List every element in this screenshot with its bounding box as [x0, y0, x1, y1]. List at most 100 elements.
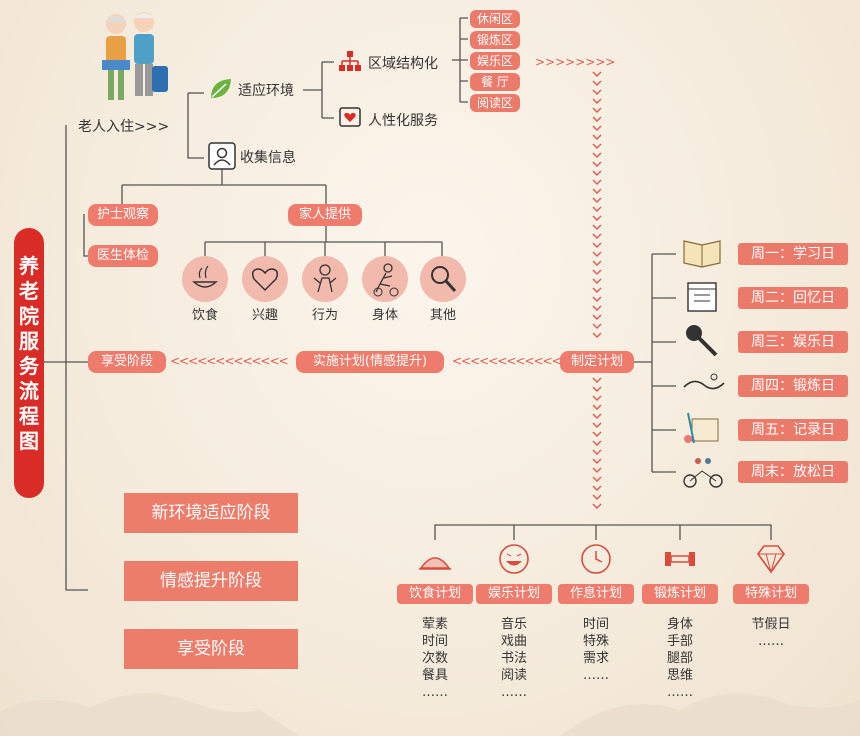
diamond-icon — [757, 545, 785, 574]
area-pill: 餐 厅 — [470, 73, 520, 91]
area-pill: 休闲区 — [470, 10, 520, 28]
plan-name-pill: 锻炼计划 — [642, 584, 718, 604]
week-day-pill: 周四：锻炼日 — [738, 375, 848, 397]
stage-box: 新环境适应阶段 — [124, 493, 298, 533]
week-day-pill: 周末：放松日 — [738, 461, 848, 483]
bicycle-icon — [373, 263, 399, 297]
week-icon-wrap — [680, 451, 728, 491]
title-char: 服 — [19, 329, 39, 353]
plan-name-pill: 作息计划 — [558, 584, 634, 604]
title-char: 院 — [19, 304, 39, 328]
plan-detail: 次数 — [421, 651, 448, 666]
left-arrow-1: <<<<<<<<<<<<< — [170, 354, 289, 368]
info-item-circle — [302, 256, 348, 302]
plan-detail: 手部 — [666, 634, 693, 649]
plan-detail: 戏曲 — [500, 634, 527, 649]
plan-name-pill: 饮食计划 — [397, 584, 473, 604]
plan-detail: …… — [501, 685, 527, 700]
info-item-label: 兴趣 — [251, 308, 278, 323]
mountain-decoration — [0, 693, 860, 736]
food-dome-icon — [419, 557, 451, 570]
plan-detail: 阅读 — [500, 668, 527, 683]
family-provide-pill: 家人提供 — [288, 204, 362, 226]
info-item-circle — [242, 256, 288, 302]
plan-detail: 音乐 — [500, 617, 527, 632]
doctor-checkup-pill: 医生体检 — [88, 245, 158, 267]
plan-name-pill: 娱乐计划 — [476, 584, 552, 604]
info-item-label: 其他 — [429, 308, 456, 323]
area-pill: 娱乐区 — [470, 52, 520, 70]
user-icon — [208, 142, 236, 170]
title-char: 流 — [19, 379, 39, 403]
laugh-face-icon — [499, 544, 529, 574]
week-day-pill: 周二：回忆日 — [738, 287, 848, 309]
swimmer-icon — [683, 373, 725, 390]
collect-info-label: 收集信息 — [240, 150, 296, 166]
plan-detail: …… — [583, 668, 609, 683]
heart-icon — [251, 268, 279, 292]
dumbbell-icon — [665, 552, 695, 566]
info-item-label: 身体 — [371, 308, 398, 323]
week-day-pill: 周一：学习日 — [738, 243, 848, 265]
plan-name-pill: 特殊计划 — [733, 584, 809, 604]
down-arrow-column-top — [592, 71, 602, 338]
week-icon-wrap — [680, 365, 728, 405]
plan-detail: 餐具 — [421, 668, 448, 683]
plan-detail: …… — [667, 685, 693, 700]
title-char: 务 — [19, 354, 39, 378]
plan-detail: 时间 — [582, 617, 609, 632]
nurse-observation-pill: 护士观察 — [88, 204, 158, 226]
area-pill: 阅读区 — [470, 94, 520, 112]
title-char: 老 — [19, 279, 39, 303]
hierarchy-icon — [339, 51, 361, 71]
week-day-pill: 周五：记录日 — [738, 419, 848, 441]
info-item-circle — [182, 256, 228, 302]
microphone-icon — [686, 325, 718, 357]
humanized-service-label: 人性化服务 — [368, 113, 438, 129]
sleep-clock-icon — [581, 544, 611, 574]
plan-detail: 荤素 — [421, 617, 448, 632]
info-item-label: 饮食 — [191, 308, 218, 323]
week-icon-wrap — [680, 321, 728, 361]
area-pill: 锻炼区 — [470, 31, 520, 49]
plan-detail: 需求 — [582, 651, 609, 666]
week-icon-wrap — [680, 409, 728, 449]
elderly-couple-illustration — [102, 12, 168, 100]
service-heart-icon — [339, 107, 361, 127]
plan-detail: 节假日 — [751, 617, 791, 632]
person-icon — [313, 264, 337, 293]
region-structure-label: 区域结构化 — [368, 56, 438, 72]
notebook-icon — [684, 412, 719, 444]
plan-icon-wrap — [418, 542, 452, 576]
info-item-circle — [420, 256, 466, 302]
down-arrow-column-bottom — [592, 377, 602, 509]
plan-detail: …… — [758, 634, 784, 649]
plan-detail: 腿部 — [666, 651, 693, 666]
adapt-environment-label: 适应环境 — [238, 83, 294, 99]
areas-arrow: >>>>>>>> — [535, 55, 616, 69]
title-char: 程 — [19, 404, 39, 428]
info-item-label: 行为 — [311, 308, 338, 323]
plan-detail: 书法 — [500, 651, 527, 666]
week-icon-wrap — [680, 233, 728, 273]
week-icon-wrap — [680, 277, 728, 317]
plan-icon-wrap — [579, 542, 613, 576]
enjoy-stage-pill: 享受阶段 — [88, 351, 166, 373]
tandem-bike-icon — [683, 458, 723, 488]
week-day-pill: 周三：娱乐日 — [738, 331, 848, 353]
plan-detail: 时间 — [421, 634, 448, 649]
open-book-icon — [683, 240, 721, 268]
plan-detail: 思维 — [666, 668, 693, 683]
info-item-circle — [362, 256, 408, 302]
plan-icon-wrap — [663, 542, 697, 576]
plan-icon-wrap — [497, 542, 531, 576]
title-char: 图 — [19, 429, 39, 453]
food-bowl-icon — [192, 265, 218, 288]
make-plan-pill: 制定计划 — [560, 351, 634, 373]
plan-detail: …… — [422, 685, 448, 700]
magnifier-icon — [431, 266, 457, 293]
implement-plan-pill: 实施计划(情感提升) — [296, 351, 444, 373]
calendar-icon — [687, 282, 717, 312]
plan-detail: 特殊 — [582, 634, 609, 649]
